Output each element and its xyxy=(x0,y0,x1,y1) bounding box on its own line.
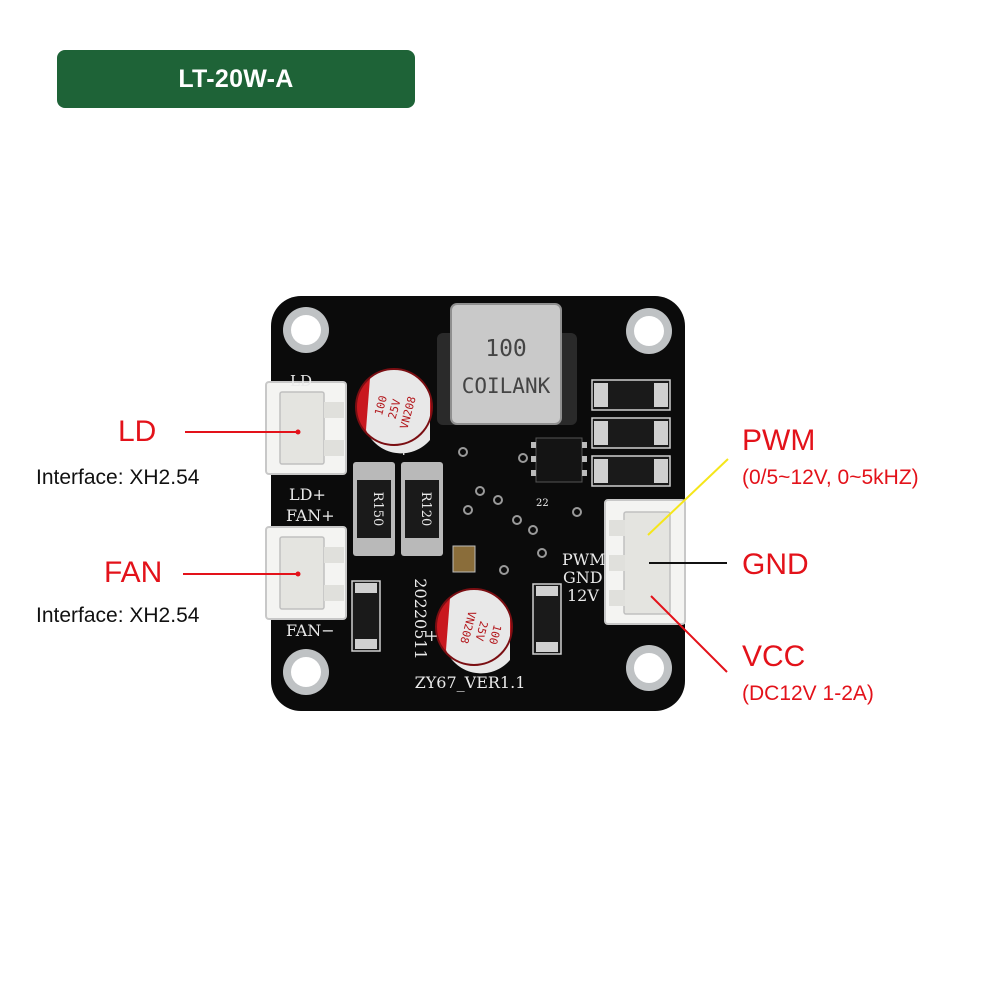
vcc-label: VCC xyxy=(742,640,806,673)
title-badge: LT-20W-A xyxy=(57,50,415,108)
fan-callout-dot xyxy=(295,571,301,577)
silk-date: 20220511 xyxy=(411,578,430,659)
silk-plus-b: + xyxy=(425,626,438,645)
r150-label: R150 xyxy=(370,492,385,527)
silk-pwm: PWM xyxy=(562,550,606,569)
ld-label: LD xyxy=(118,415,157,448)
cap1-line1: 100 xyxy=(372,394,390,417)
smd-rectifier-left xyxy=(351,580,381,652)
silk-ic-mark: 22 xyxy=(536,498,549,509)
fan-label: FAN xyxy=(104,556,163,589)
product-title: LT-20W-A xyxy=(178,64,294,93)
silk-plus-a: + xyxy=(397,440,410,459)
ic-chip xyxy=(531,437,587,483)
smd-diode-3 xyxy=(591,455,671,487)
mounting-hole-top-right xyxy=(626,308,672,354)
pwm-label: PWM xyxy=(742,424,816,457)
gnd-label: GND xyxy=(742,548,809,581)
silk-fan-minus: FAN− xyxy=(286,621,335,640)
inductor-line1: 100 xyxy=(485,336,527,362)
smd-diode-2 xyxy=(591,417,671,449)
inductor-line2: COILANK xyxy=(462,374,551,398)
cap2-line2: 25V xyxy=(472,620,490,643)
connector-ld xyxy=(265,381,347,475)
silk-fan-plus: FAN+ xyxy=(286,506,335,525)
silk-ld-plus: LD+ xyxy=(289,485,326,504)
vcc-callout-line xyxy=(650,595,728,673)
mounting-hole-top-left xyxy=(283,307,329,353)
ld-callout-dot xyxy=(295,429,301,435)
r120-label: R120 xyxy=(418,492,433,527)
pwm-callout-line xyxy=(647,458,729,536)
connector-power xyxy=(604,499,686,625)
resistor-r120: R120 xyxy=(401,462,443,556)
silk-version: ZY67_VER1.1 xyxy=(415,673,526,692)
cap1-line2: 25V xyxy=(386,397,404,420)
smd-diode-1 xyxy=(591,379,671,411)
cap2-line1: 100 xyxy=(486,623,504,646)
mounting-hole-bottom-right xyxy=(626,645,672,691)
vias xyxy=(458,447,582,575)
smd-capacitor-small xyxy=(452,545,476,573)
inductor: 100 COILANK xyxy=(437,303,577,425)
mounting-hole-bottom-left xyxy=(283,649,329,695)
smd-rectifier-right xyxy=(532,583,562,655)
fan-interface: Interface: XH2.54 xyxy=(36,604,200,627)
ld-interface: Interface: XH2.54 xyxy=(36,466,200,489)
pwm-detail: (0/5~12V, 0~5kHZ) xyxy=(742,466,919,489)
resistor-r150: R150 xyxy=(353,462,395,556)
capacitor-bottom: 100 25V VN208 xyxy=(435,588,513,674)
silk-gnd: GND xyxy=(563,568,603,587)
silk-12v: 12V xyxy=(567,586,599,605)
vcc-detail: (DC12V 1-2A) xyxy=(742,682,874,705)
silk-ld-top: LD xyxy=(290,372,312,390)
capacitor-top: 100 25V VN208 xyxy=(355,368,433,454)
